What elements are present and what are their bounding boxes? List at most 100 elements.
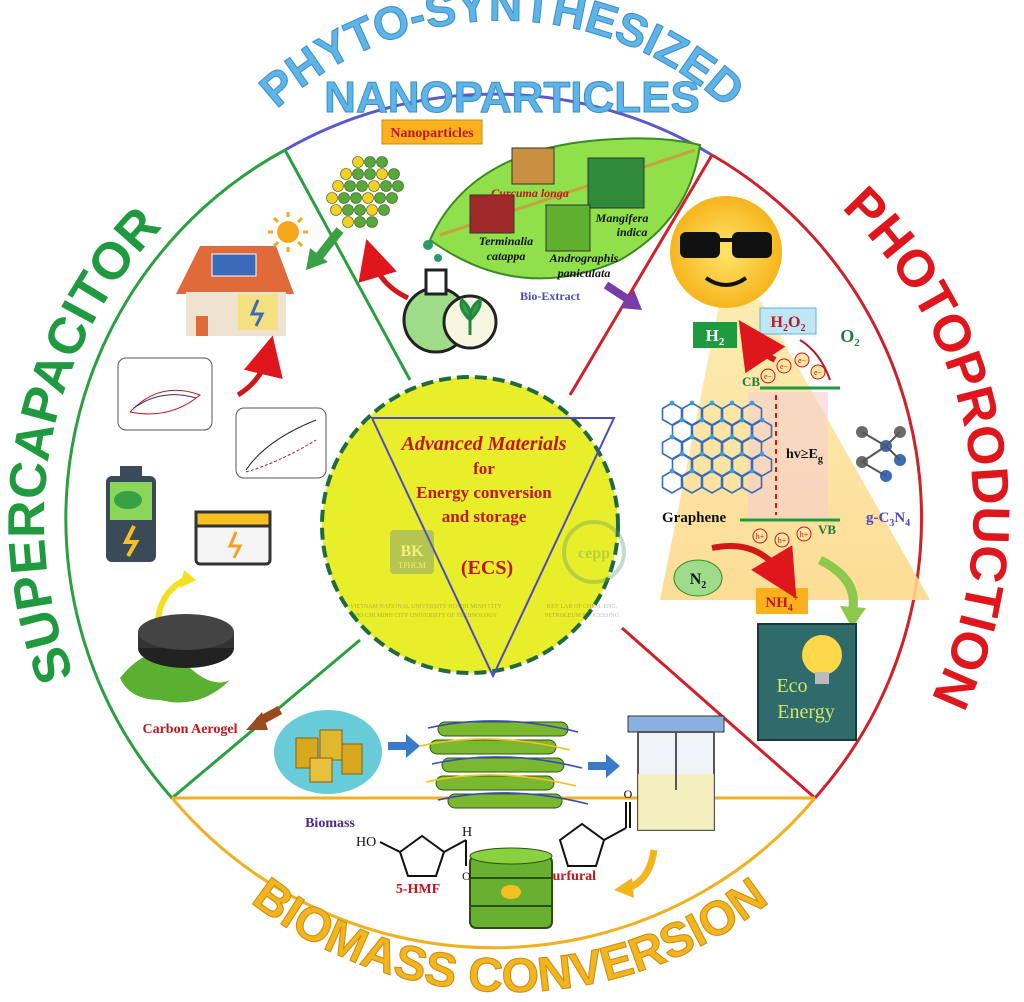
hole-text: h+ xyxy=(756,532,765,541)
nanoparticle-dot xyxy=(376,156,388,168)
graphene-atom xyxy=(729,468,735,474)
title-photoproduction: PHOTOPRODUCTION xyxy=(833,176,1020,717)
hole-icon xyxy=(796,526,812,542)
nanoparticle-dot xyxy=(340,168,352,180)
graphene-atom xyxy=(669,468,675,474)
nanoparticle-dot xyxy=(364,168,376,180)
center-abbr: (ECS) xyxy=(461,557,513,579)
bk-caption-1: VIETNAM NATIONAL UNIVERSITY HO CHI MINH … xyxy=(350,604,502,610)
border-right xyxy=(711,153,924,799)
border-left xyxy=(64,148,286,799)
cv-curve-2 xyxy=(133,394,197,409)
graphene-hex xyxy=(661,470,683,494)
graphene-hex xyxy=(741,470,763,494)
fiber-strand xyxy=(425,774,577,787)
electron-group: e−e−e−e− xyxy=(760,352,826,384)
nanoparticle-dot xyxy=(352,156,364,168)
biomass-bales-icon xyxy=(295,729,363,783)
graphene-atom xyxy=(759,451,765,457)
nanoparticle-dot xyxy=(354,216,366,228)
fiber-strand xyxy=(419,738,571,751)
andrographis-photo xyxy=(545,204,591,252)
cepp-caption-1: KEY LAB OF CHEM. ENG. xyxy=(547,604,618,610)
nanoparticle-dot xyxy=(380,180,392,192)
hole-icon xyxy=(752,528,768,544)
bk-logo-sub: TPHCM xyxy=(398,561,426,570)
plant-terminalia-2: catappa xyxy=(487,249,526,263)
gcn-label: g-C3N4 xyxy=(866,510,910,529)
electron-text: e− xyxy=(798,356,807,365)
graphene-atom xyxy=(699,417,705,423)
nanoparticle-dot xyxy=(338,192,350,204)
fiber-bundle xyxy=(435,775,555,791)
curcuma-photo xyxy=(511,147,555,185)
border-bottom xyxy=(170,797,817,950)
gcd-curve-2 xyxy=(245,439,317,473)
divider-top-left xyxy=(283,149,412,381)
graphene-hex xyxy=(721,470,743,494)
arrow-flask-to-nano xyxy=(358,238,410,301)
solar-house-icon xyxy=(176,246,294,336)
center-title-line3: Energy conversion xyxy=(416,483,552,502)
arrow-head-orange-icon xyxy=(614,878,634,898)
bk-caption-2: HO CHI MINH CITY UNIVERSITY OF TECHNOLOG… xyxy=(355,613,498,619)
graphene-atom xyxy=(719,417,725,423)
nanoparticle-dot xyxy=(376,168,388,180)
graphene-atom xyxy=(679,417,685,423)
graphene-lattice-icon xyxy=(661,400,773,494)
o2-label: O2 xyxy=(840,326,860,349)
center-title-line1: Advanced Materials xyxy=(400,433,567,455)
center-title-line2: for xyxy=(473,459,495,478)
nanoparticle-dot xyxy=(366,216,378,228)
cepp-logo: cepp KEY LAB OF CHEM. ENG. PETROLEUM PRO… xyxy=(545,520,626,619)
arrow-to-eco xyxy=(817,555,858,614)
arrow-head-lime-icon xyxy=(840,606,866,628)
bulb-icon xyxy=(802,635,842,675)
cv-plot-bubble xyxy=(117,357,213,431)
h2-label: H2 xyxy=(706,326,725,348)
furfural-structure: O xyxy=(558,787,633,867)
eco-text: Eco xyxy=(776,675,807,697)
flask-neck xyxy=(424,268,448,296)
plant-andrographis-2: paniculata xyxy=(557,266,611,280)
n2-bubble xyxy=(673,559,723,597)
biomass-label: Biomass xyxy=(305,816,355,831)
graphene-atom xyxy=(749,434,755,440)
electron-icon xyxy=(776,358,792,374)
nanoparticle-dot xyxy=(386,192,398,204)
nanoparticle-dot xyxy=(356,180,368,192)
nanoparticle-dot xyxy=(362,192,374,204)
terminalia-photo xyxy=(469,194,515,234)
graphene-label: Graphene xyxy=(662,510,727,526)
graphene-atom xyxy=(729,434,735,440)
hmf-structure: HO H O xyxy=(356,825,472,883)
arrow-head-blue-2-icon xyxy=(606,754,620,778)
nanoparticle-cluster-icon xyxy=(326,156,404,228)
arrow-head-brown-icon xyxy=(246,712,268,730)
electron-icon xyxy=(760,368,776,384)
graphene-atom xyxy=(749,468,755,474)
graphene-atom xyxy=(699,451,705,457)
graphene-atom xyxy=(739,451,745,457)
hmf-h: H xyxy=(462,825,472,840)
nanoparticle-dot xyxy=(364,156,376,168)
nanoparticle-dot xyxy=(388,168,400,180)
car-battery-icon xyxy=(194,510,272,566)
battery-icon xyxy=(106,466,156,562)
plant-terminalia: Terminalia xyxy=(479,234,533,248)
nanoparticle-dot xyxy=(392,180,404,192)
supercap-section: Carbon Aerogel xyxy=(106,212,327,737)
nanoparticle-dot xyxy=(354,204,366,216)
graphene-atom xyxy=(719,451,725,457)
hole-group: h+h+h+ xyxy=(752,526,812,548)
arrow-n2-to-nh4 xyxy=(711,543,797,599)
electron-text: e− xyxy=(764,372,773,381)
electron-icon xyxy=(810,364,826,380)
nanoparticle-dot xyxy=(332,180,344,192)
hole-text: h+ xyxy=(778,536,787,545)
nanoparticle-dot xyxy=(326,192,338,204)
hv-label: hv≥Eg xyxy=(786,447,823,465)
divider-bottom-right xyxy=(621,626,816,800)
